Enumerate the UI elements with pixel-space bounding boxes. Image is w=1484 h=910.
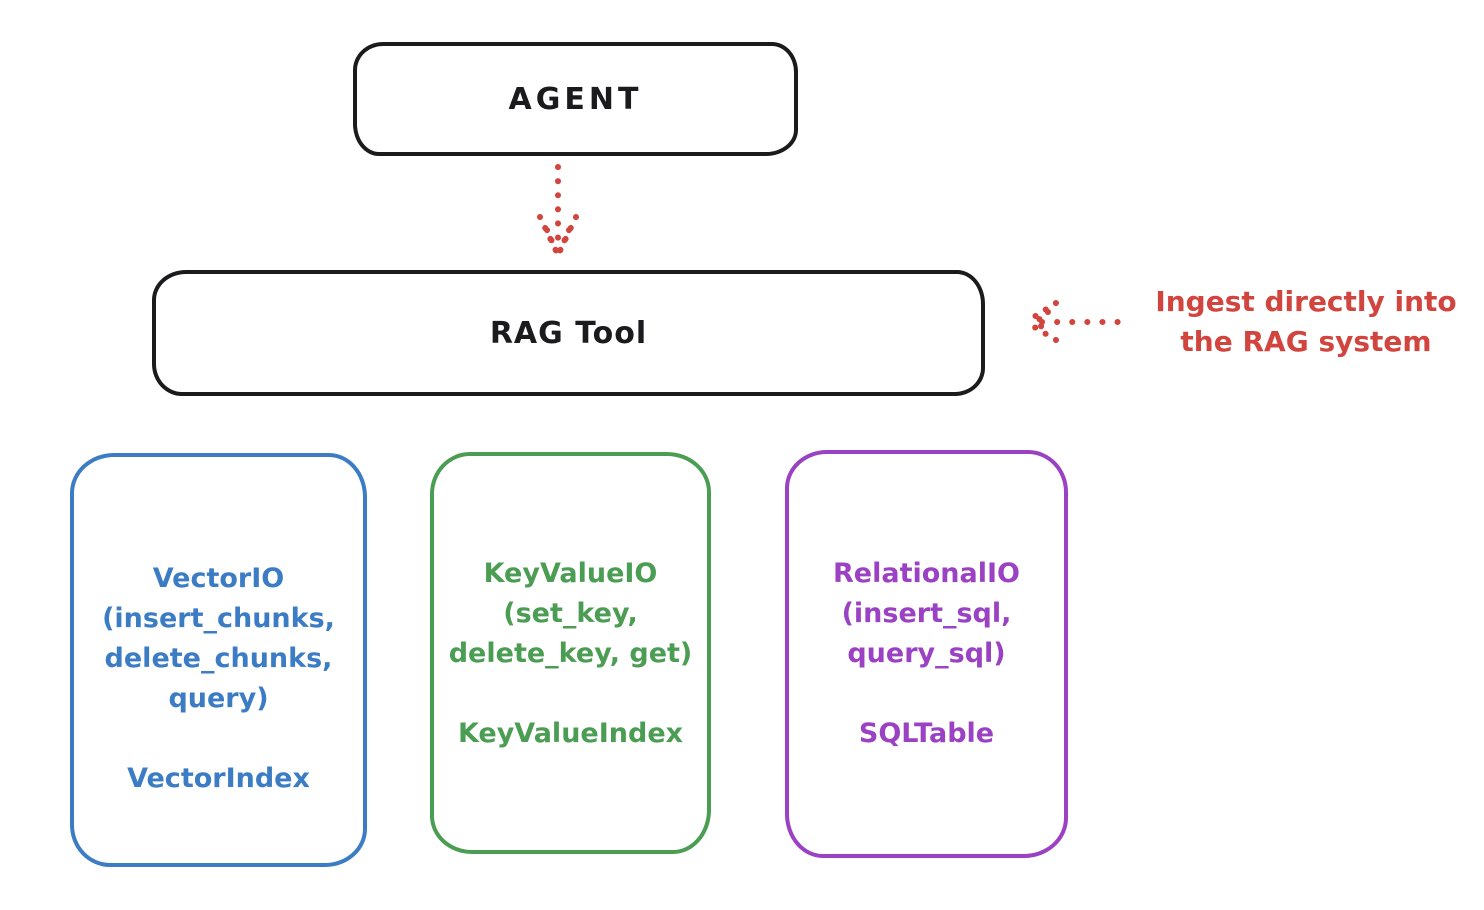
relational-io-line: query_sql) (847, 638, 1006, 669)
agent-to-rag-arrow (537, 164, 579, 258)
agent-label: AGENT (508, 81, 643, 117)
relational-io-line: RelationalIO (833, 558, 1020, 589)
annotation-line-1: Ingest directly into (1155, 285, 1457, 318)
keyvalue-io-line: delete_key, get) (448, 638, 693, 669)
rag-tool-label: RAG Tool (489, 315, 648, 351)
keyvalue-index-label: KeyValueIndex (457, 718, 684, 749)
relational-io-line: (insert_sql, (841, 598, 1012, 629)
keyvalue-io-line: (set_key, (503, 598, 638, 629)
annotation-line-2: the RAG system (1180, 325, 1432, 358)
annotation-text: Ingest directly into the RAG system (1138, 282, 1474, 362)
keyvalue-io-line: KeyValueIO (483, 558, 658, 589)
vector-io-box: VectorIO (insert_chunks, delete_chunks, … (70, 453, 367, 867)
vector-io-line: query) (168, 683, 269, 714)
annotation-arrow (1023, 300, 1133, 343)
relational-io-lines: RelationalIO (insert_sql, query_sql) (833, 554, 1020, 674)
vector-io-line: delete_chunks, (104, 643, 333, 674)
keyvalue-io-lines: KeyValueIO (set_key, delete_key, get) (449, 554, 693, 674)
vector-io-line: VectorIO (152, 563, 285, 594)
vector-io-lines: VectorIO (insert_chunks, delete_chunks, … (102, 559, 335, 719)
rag-tool-box: RAG Tool (152, 270, 985, 396)
keyvalue-io-box: KeyValueIO (set_key, delete_key, get) Ke… (430, 452, 711, 854)
vector-index-label: VectorIndex (127, 763, 310, 794)
sql-table-label: SQLTable (858, 718, 995, 749)
agent-box: AGENT (353, 42, 798, 156)
vector-io-line: (insert_chunks, (102, 603, 335, 634)
relational-io-box: RelationalIO (insert_sql, query_sql) SQL… (785, 450, 1068, 858)
